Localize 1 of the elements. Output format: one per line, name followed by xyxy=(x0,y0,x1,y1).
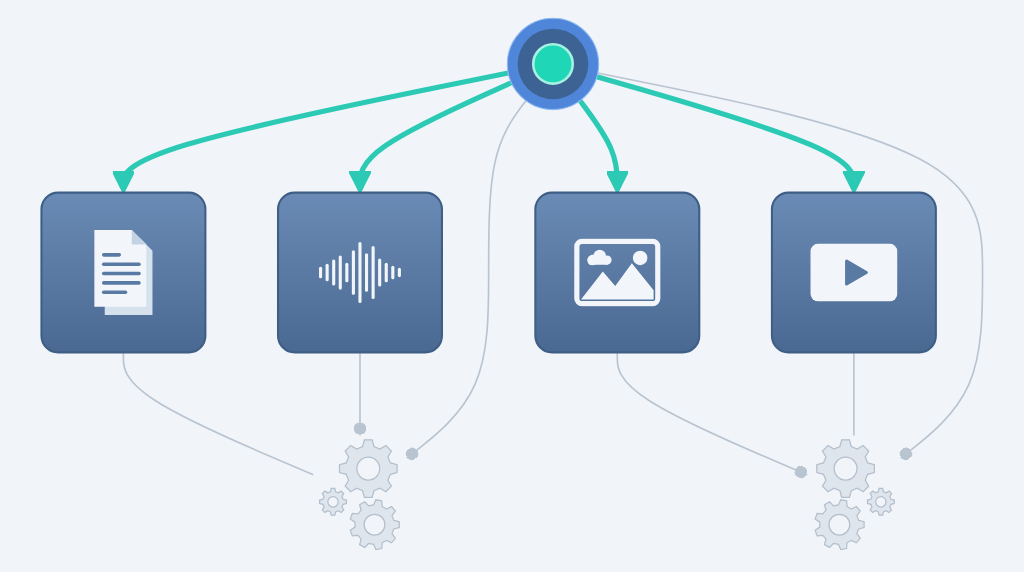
connector-line xyxy=(405,99,527,461)
